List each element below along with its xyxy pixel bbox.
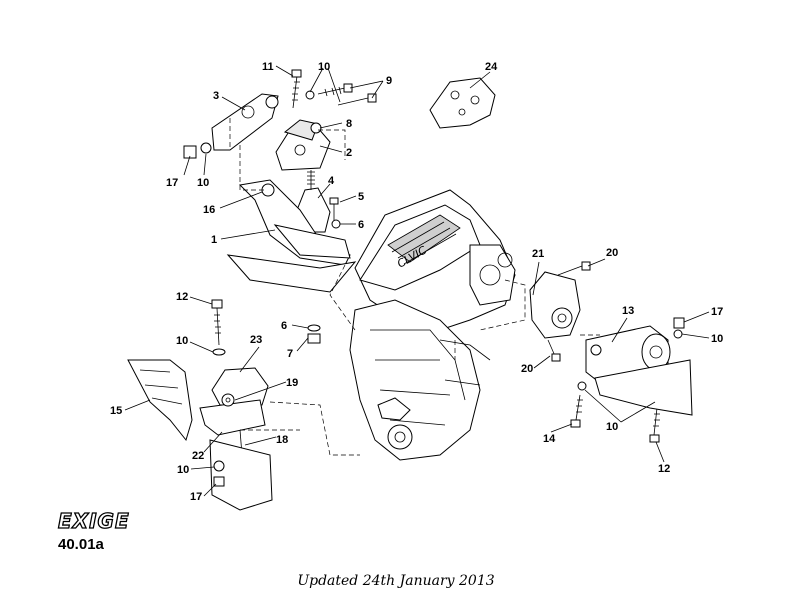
callout-22: 22 [192,450,204,462]
callout-7: 7 [287,348,293,360]
callout-17-right: 17 [711,306,723,318]
mount-bracket-3 [211,93,279,151]
mount-arm-1 [226,179,357,293]
callout-8: 8 [346,118,352,130]
callout-10-left-mid: 10 [176,335,188,347]
callout-19: 19 [286,377,298,389]
callout-14: 14 [543,433,556,445]
washer-10-top [305,90,315,100]
callout-6-lower: 6 [281,320,287,332]
callout-10-right: 10 [711,333,723,345]
callout-23: 23 [250,334,262,346]
engine-mount-23 [199,367,269,436]
callout-11: 11 [262,61,274,73]
callout-18: 18 [276,434,288,446]
callout-5: 5 [358,191,364,203]
callout-21: 21 [532,248,544,260]
nut-17-left [183,142,212,159]
callout-6-upper: 6 [358,219,364,231]
callout-10-bottom: 10 [177,464,189,476]
callout-24: 24 [485,61,498,73]
frame-piece-right [594,359,693,416]
nut-8 [310,122,322,134]
bolt-5 [329,197,341,229]
callout-12-left: 12 [176,291,188,303]
mount-plate-24 [429,77,496,129]
bolt-17-right [673,317,685,339]
exige-logo: EXIGE [57,508,130,533]
callout-20-bottom: 20 [521,363,533,375]
bolt-9 [317,83,377,106]
callout-1: 1 [211,234,217,246]
nut-6-7 [307,324,321,344]
callout-10-top: 10 [318,61,330,73]
callout-9: 9 [386,75,392,87]
callout-10-right-lower: 10 [606,421,618,433]
callout-16: 16 [203,204,215,216]
callout-4: 4 [328,175,335,187]
mount-bracket-2 [275,119,331,171]
callout-13: 13 [622,305,634,317]
bolt-12-left [211,299,226,356]
callout-3: 3 [213,90,219,102]
callout-20-top: 20 [606,247,618,259]
callout-17-left: 17 [166,177,178,189]
leader-lines [124,65,710,497]
mount-bracket-15 [127,359,193,442]
bolt-14 [570,381,587,428]
bolt-20-top [557,261,591,276]
alignment-lines [229,118,600,456]
updated-text: Updated 24th January 2013 [297,573,495,589]
mount-bracket-21 [529,271,581,339]
page-code: 40.01a [58,536,104,553]
callout-2: 2 [346,147,352,159]
engine-block: CLVIC [349,189,516,461]
bolt-20-bottom [547,339,561,362]
callout-10-left: 10 [197,177,209,189]
callout-12-right: 12 [658,463,670,475]
callout-17-bottom: 17 [190,491,202,503]
callout-15: 15 [110,405,122,417]
svg-text:EXIGE: EXIGE [58,509,130,533]
bolt-11 [291,69,302,109]
lower-bracket [209,439,273,511]
callout-labels: 11 10 9 3 24 8 2 17 10 16 4 5 6 1 21 20 … [110,61,723,503]
